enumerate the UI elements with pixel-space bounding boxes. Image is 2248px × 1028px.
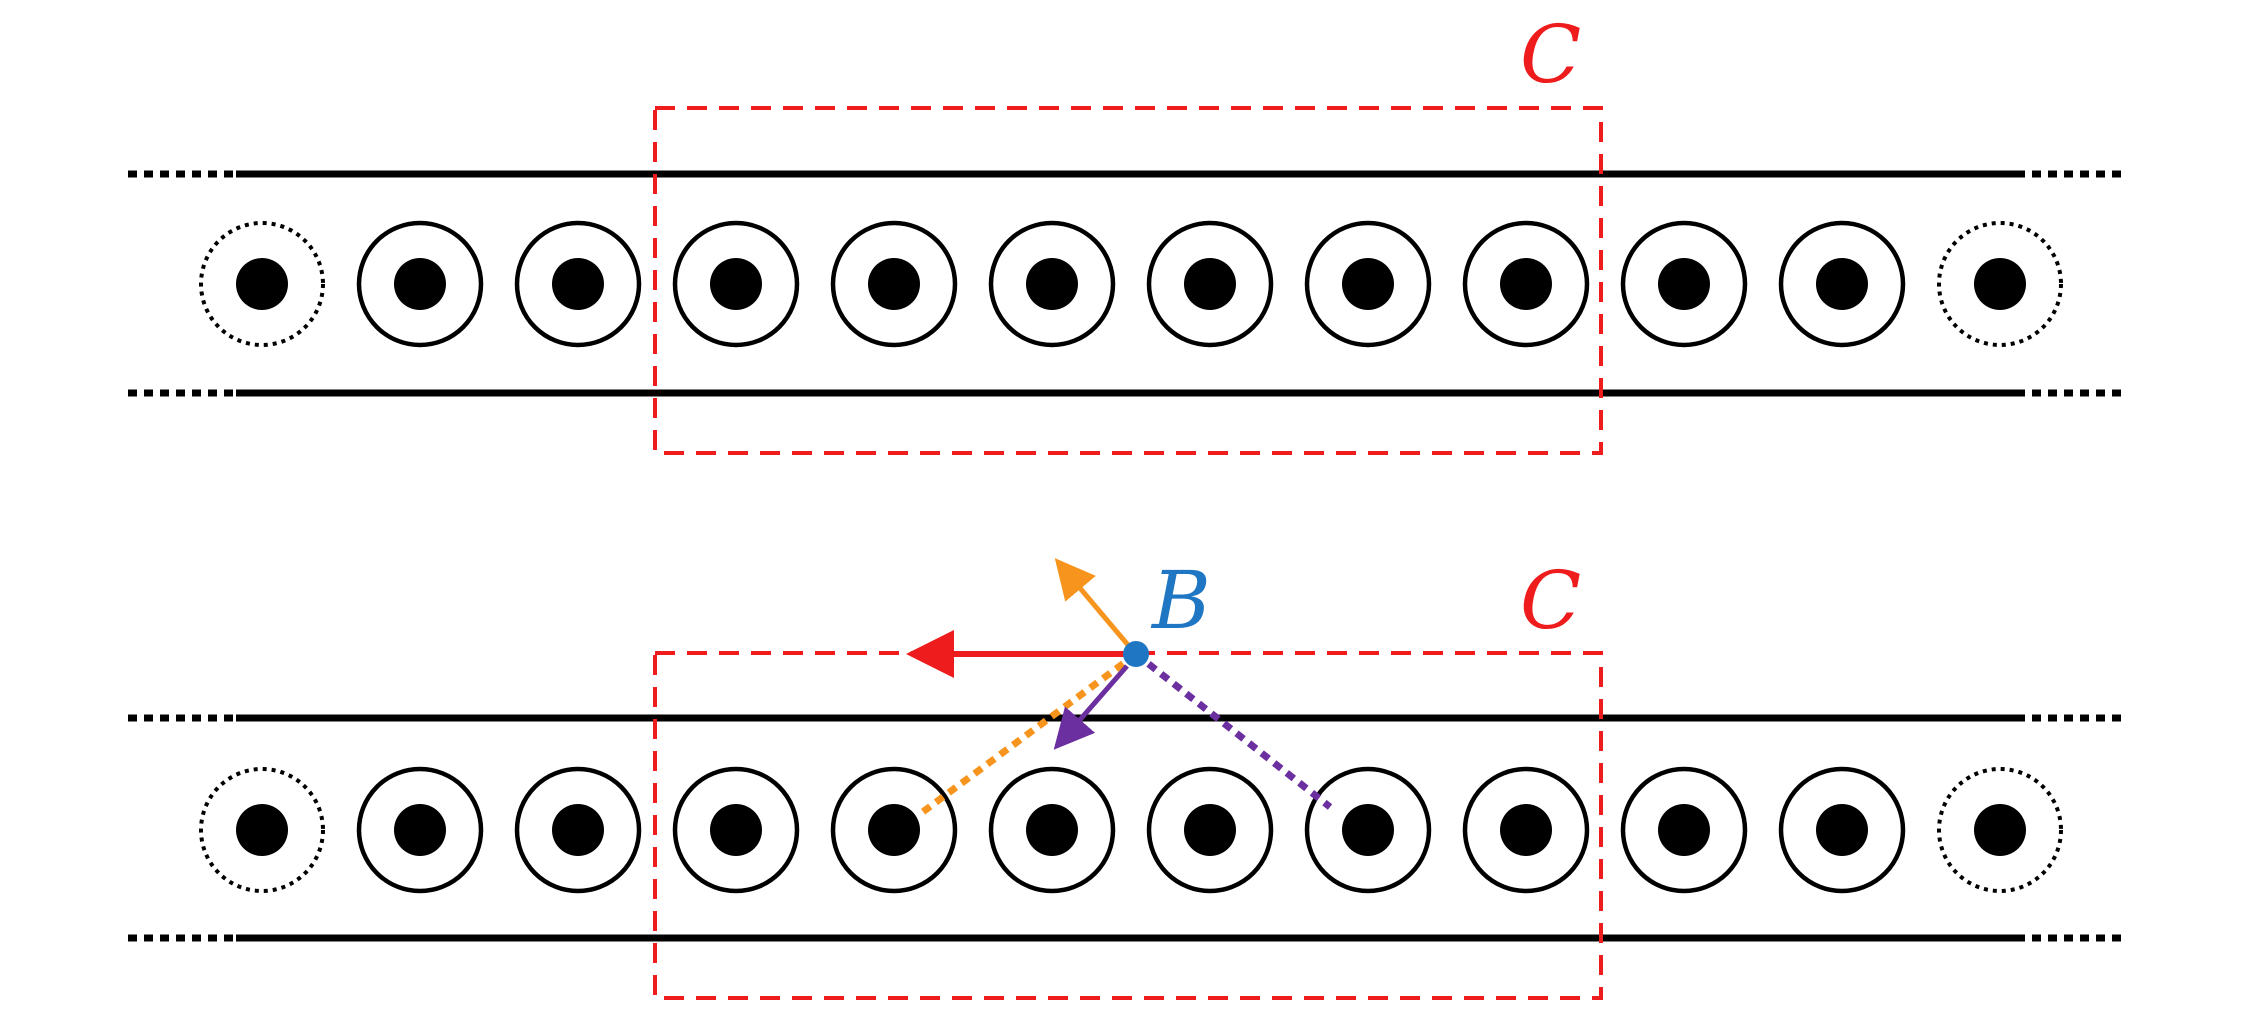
bottom-wire-9-ring — [1462, 766, 1590, 894]
orange-field-arrow — [1054, 558, 1130, 647]
bottom-wire-6-ring — [988, 766, 1116, 894]
bottom-wire-8-dot — [1342, 804, 1394, 856]
bottom-wire-row — [199, 766, 2063, 894]
top-loop-c — [653, 106, 1603, 455]
bottom-panel: C B — [128, 554, 2124, 1000]
top-wire-5-dot — [868, 258, 920, 310]
bottom-wire-4-dot — [710, 804, 762, 856]
top-wire-12-dot — [1974, 258, 2026, 310]
bottom-wire-10-dot — [1658, 804, 1710, 856]
top-rails — [128, 170, 2124, 397]
top-wire-4-ring — [672, 220, 800, 348]
bottom-wire-6-dot — [1026, 804, 1078, 856]
top-wire-10-dot — [1658, 258, 1710, 310]
bottom-wire-10-ring — [1620, 766, 1748, 894]
top-wire-3-ring — [514, 220, 642, 348]
bottom-wire-12-dot — [1974, 804, 2026, 856]
purple-dotted-line — [1133, 651, 1333, 810]
top-wire-1-dot — [236, 258, 288, 310]
top-wire-8-dot — [1342, 258, 1394, 310]
top-panel: C — [128, 8, 2124, 455]
bottom-wire-3-dot — [552, 804, 604, 856]
top-wire-7-dot — [1184, 258, 1236, 310]
bottom-wire-5-dot — [868, 804, 920, 856]
bottom-wire-8-ring — [1304, 766, 1432, 894]
top-loop-label: C — [1520, 8, 1581, 101]
bottom-wire-9-dot — [1500, 804, 1552, 856]
bottom-wire-7-dot — [1184, 804, 1236, 856]
orange-dotted-line — [917, 651, 1139, 817]
point-b — [1123, 641, 1149, 667]
top-wire-2-ring — [356, 220, 484, 348]
bottom-wire-11-ring — [1778, 766, 1906, 894]
top-wire-4-dot — [710, 258, 762, 310]
top-wire-5-ring — [830, 220, 958, 348]
bottom-wire-3-ring — [514, 766, 642, 894]
bottom-wire-5-ring — [830, 766, 958, 894]
bottom-wire-1-ring — [199, 767, 325, 893]
top-wire-7-ring — [1146, 220, 1274, 348]
bottom-wire-2-ring — [356, 766, 484, 894]
top-wire-12-ring — [1937, 221, 2063, 347]
bottom-rails — [128, 714, 2124, 942]
bottom-loop-c — [653, 651, 1603, 1000]
top-wire-11-ring — [1778, 220, 1906, 348]
top-wire-row — [199, 220, 2063, 348]
bottom-wire-11-dot — [1816, 804, 1868, 856]
top-wire-10-ring — [1620, 220, 1748, 348]
top-wire-2-dot — [394, 258, 446, 310]
point-b-label: B — [1150, 554, 1211, 647]
top-wire-9-dot — [1500, 258, 1552, 310]
top-wire-6-ring — [988, 220, 1116, 348]
bottom-wire-4-ring — [672, 766, 800, 894]
top-wire-6-dot — [1026, 258, 1078, 310]
bottom-loop-label: C — [1520, 554, 1581, 647]
bottom-wire-1-dot — [236, 804, 288, 856]
bottom-wire-7-ring — [1146, 766, 1274, 894]
purple-field-arrow — [1053, 664, 1129, 750]
top-wire-11-dot — [1816, 258, 1868, 310]
top-wire-9-ring — [1462, 220, 1590, 348]
bottom-wire-12-ring — [1937, 767, 2063, 893]
top-wire-3-dot — [552, 258, 604, 310]
top-wire-8-ring — [1304, 220, 1432, 348]
top-wire-1-ring — [199, 221, 325, 347]
bottom-wire-2-dot — [394, 804, 446, 856]
